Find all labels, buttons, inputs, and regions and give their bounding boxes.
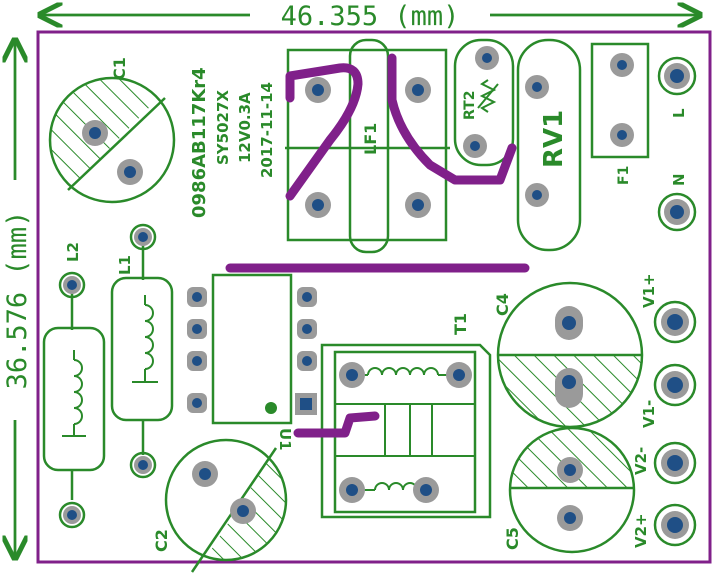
terminal-n-label: N — [670, 173, 688, 186]
capacitor-c4: C4 — [493, 281, 644, 429]
height-dimension: 36.576 (mm) — [0, 40, 33, 558]
c5-label: C5 — [503, 527, 522, 550]
part-number-text: 0986AB117Kr4 — [189, 67, 210, 218]
capacitor-c2: C2 — [152, 438, 288, 573]
t1-label: T1 — [451, 313, 470, 335]
terminal-l: L — [657, 56, 697, 118]
trace-top-left — [285, 63, 363, 201]
width-dimension: 46.355 (mm) — [40, 0, 700, 32]
board-marking: 0986AB117Kr4 SY5027X 12V0.3A 2017-11-14 — [189, 67, 276, 218]
copper-traces — [225, 53, 530, 438]
inductor-l2: L2 — [42, 242, 106, 529]
choke-lf1: LF1 — [285, 38, 450, 254]
date-text: 2017-11-14 — [258, 82, 276, 178]
trace-ic-transformer — [293, 411, 380, 438]
terminal-v1-minus-label: V1- — [640, 400, 658, 428]
u1-label: U1 — [276, 428, 294, 451]
l1-label: L1 — [116, 255, 134, 275]
f1-label: F1 — [616, 166, 632, 185]
width-dimension-label: 46.355 (mm) — [281, 1, 460, 32]
trace-top-right — [387, 53, 517, 185]
inductor-l1: L1 — [110, 223, 174, 479]
terminal-v1-minus: V1- — [640, 363, 697, 428]
board-outline — [36, 30, 712, 564]
c1-label: C1 — [110, 57, 129, 80]
lf1-label: LF1 — [361, 123, 380, 155]
terminal-v2-minus: V2- — [632, 441, 697, 485]
capacitor-c1: C1 — [48, 57, 176, 204]
terminal-n: N — [657, 173, 697, 232]
c2-label: C2 — [152, 529, 171, 552]
capacitor-c5: C5 — [503, 426, 636, 554]
terminal-l-label: L — [670, 108, 688, 118]
rating-text: 12V0.3A — [236, 92, 254, 163]
ic-text: SY5027X — [214, 90, 232, 165]
terminal-v2-plus: V2+ — [632, 503, 697, 548]
terminal-v2-plus-label: V2+ — [632, 513, 650, 548]
rt2-label: RT2 — [462, 91, 478, 120]
l2-label: L2 — [64, 242, 82, 262]
fuse-f1: F1 — [590, 42, 650, 185]
thermistor-rt2: RT2 — [453, 38, 515, 167]
terminal-v1-plus: V1+ — [640, 273, 697, 344]
height-dimension-label: 36.576 (mm) — [2, 211, 33, 390]
ic-u1: U1 — [187, 273, 317, 451]
varistor-rv1: RV1 — [516, 38, 582, 252]
terminal-v2-minus-label: V2- — [632, 447, 650, 475]
c4-label: C4 — [493, 293, 512, 316]
rv1-label: RV1 — [539, 110, 569, 168]
terminal-v1-plus-label: V1+ — [640, 273, 658, 308]
